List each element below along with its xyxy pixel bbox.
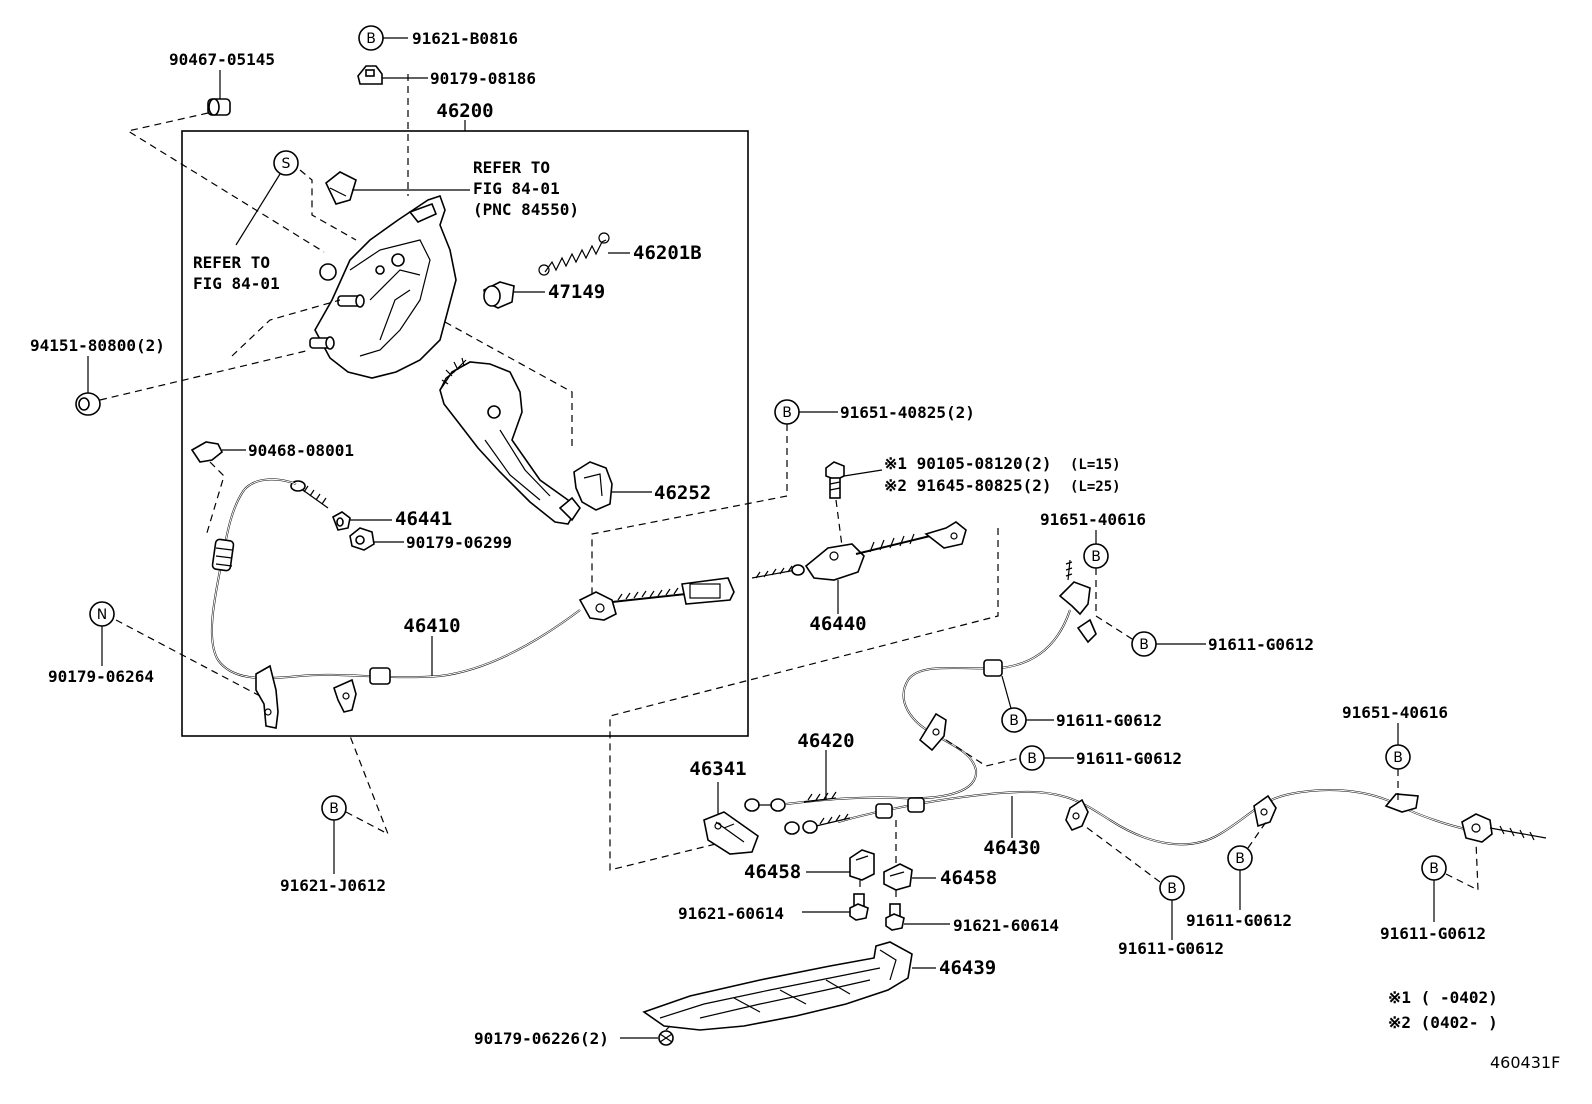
- circle-b-icon: B: [774, 399, 800, 425]
- label-91611-G0612-f[interactable]: 91611-G0612: [1380, 924, 1486, 943]
- spring-icon: [538, 232, 610, 276]
- label-90467-05145[interactable]: 90467-05145: [169, 50, 275, 69]
- note-2: ※2 (0402- ): [1388, 1013, 1498, 1032]
- label-91611-G0612-e[interactable]: 91611-G0612: [1186, 911, 1292, 930]
- svg-text:B: B: [1139, 637, 1149, 653]
- circle-b-icon: B: [321, 795, 347, 821]
- pedal-bushing-icon: [483, 281, 515, 309]
- clip-nut-icon: [658, 1030, 674, 1046]
- circle-n-icon: N: [89, 601, 115, 627]
- label-91611-G0612-b[interactable]: 91611-G0612: [1056, 711, 1162, 730]
- label-refer-top-3[interactable]: (PNC 84550): [473, 200, 579, 219]
- cable-guide-icon: [883, 863, 913, 891]
- svg-text:B: B: [329, 801, 339, 817]
- svg-text:N: N: [97, 607, 107, 623]
- label-46441[interactable]: 46441: [395, 508, 452, 530]
- circle-b-icon: B: [1385, 744, 1411, 770]
- svg-text:B: B: [1091, 549, 1101, 565]
- label-91611-G0612-a[interactable]: 91611-G0612: [1208, 635, 1314, 654]
- figure-id: 460431F: [1490, 1053, 1560, 1072]
- bolt-icon: [849, 893, 869, 921]
- label-refer-top-2[interactable]: FIG 84-01: [473, 179, 560, 198]
- label-90105-08120[interactable]: ※1 90105-08120(2): [884, 454, 1052, 473]
- circle-b-icon: B: [1131, 631, 1157, 657]
- label-91611-G0612-c[interactable]: 91611-G0612: [1076, 749, 1182, 768]
- svg-text:B: B: [366, 31, 376, 47]
- label-94151-80800[interactable]: 94151-80800(2): [30, 336, 165, 355]
- label-46201B[interactable]: 46201B: [633, 242, 702, 264]
- label-91621-J0612[interactable]: 91621-J0612: [280, 876, 386, 895]
- label-91651-40616-b[interactable]: 91651-40616: [1342, 703, 1448, 722]
- pedal-lever-icon: [439, 357, 581, 525]
- label-91651-40825[interactable]: 91651-40825(2): [840, 403, 975, 422]
- cable-guide-icon: [849, 849, 875, 881]
- circle-b-icon: B: [1421, 855, 1447, 881]
- circle-b-icon: B: [1227, 845, 1253, 871]
- svg-text:B: B: [782, 405, 792, 421]
- cable-protector-icon: [642, 941, 913, 1031]
- bolt-icon: [825, 461, 845, 499]
- bushing-icon: [207, 98, 231, 116]
- label-90179-08186[interactable]: 90179-08186: [430, 69, 536, 88]
- svg-text:S: S: [282, 156, 291, 172]
- svg-text:B: B: [1393, 750, 1403, 766]
- label-91611-G0612-d[interactable]: 91611-G0612: [1118, 939, 1224, 958]
- label-refer-left-2[interactable]: FIG 84-01: [193, 274, 280, 293]
- circle-b-icon: B: [1083, 543, 1109, 569]
- label-46420[interactable]: 46420: [797, 730, 854, 752]
- circle-b-icon: B: [1019, 745, 1045, 771]
- label-91645-80825[interactable]: ※2 91645-80825(2): [884, 476, 1052, 495]
- label-46430[interactable]: 46430: [983, 837, 1040, 859]
- circle-b-icon: B: [1001, 707, 1027, 733]
- label-46439[interactable]: 46439: [939, 957, 996, 979]
- label-90179-06226[interactable]: 90179-06226(2): [474, 1029, 609, 1048]
- label-46458-b[interactable]: 46458: [940, 867, 997, 889]
- adjust-nut-icon: [332, 511, 351, 531]
- label-46252[interactable]: 46252: [654, 482, 711, 504]
- clip-nut-icon: [357, 65, 383, 85]
- svg-text:B: B: [1429, 861, 1439, 877]
- cable-bracket-icon: [703, 811, 759, 855]
- circle-b-icon: B: [358, 25, 384, 51]
- svg-text:B: B: [1167, 881, 1177, 897]
- pedal-bracket-icon: [309, 194, 457, 379]
- label-46341[interactable]: 46341: [689, 758, 746, 780]
- label-refer-left-1[interactable]: REFER TO: [193, 253, 270, 272]
- label-90468-08001[interactable]: 90468-08001: [248, 441, 354, 460]
- circle-b-icon: B: [1159, 875, 1185, 901]
- pedal-pad-icon: [573, 461, 613, 511]
- svg-text:B: B: [1027, 751, 1037, 767]
- intermediate-lever-icon: [751, 521, 967, 581]
- label-46458-a[interactable]: 46458: [744, 861, 801, 883]
- assembly-box-46200: [181, 130, 749, 737]
- label-91621-60614-b[interactable]: 91621-60614: [953, 916, 1059, 935]
- label-length-25[interactable]: (L=25): [1070, 479, 1121, 495]
- refer-bracket-icon: [325, 171, 357, 205]
- label-length-15[interactable]: (L=15): [1070, 457, 1121, 473]
- cable-clip-icon: [190, 441, 224, 463]
- label-91621-60614-a[interactable]: 91621-60614: [678, 904, 784, 923]
- label-46410[interactable]: 46410: [403, 615, 460, 637]
- label-46440[interactable]: 46440: [809, 613, 866, 635]
- label-47149[interactable]: 47149: [548, 281, 605, 303]
- svg-text:B: B: [1235, 851, 1245, 867]
- label-46200[interactable]: 46200: [436, 100, 493, 122]
- label-90179-06299[interactable]: 90179-06299: [406, 533, 512, 552]
- label-91621-B0816[interactable]: 91621-B0816: [412, 29, 518, 48]
- lock-nut-icon: [349, 527, 375, 551]
- circle-s-icon: S: [273, 150, 299, 176]
- rear-cable-lh-icon: [784, 789, 1547, 846]
- rear-cable-rh-icon: [744, 559, 1097, 812]
- label-refer-top-1[interactable]: REFER TO: [473, 158, 550, 177]
- label-90179-06264[interactable]: 90179-06264: [48, 667, 154, 686]
- label-91651-40616-a[interactable]: 91651-40616: [1040, 510, 1146, 529]
- bolt-icon: [885, 903, 905, 931]
- note-1: ※1 ( -0402): [1388, 988, 1498, 1007]
- svg-text:B: B: [1009, 713, 1019, 729]
- flange-nut-icon: [75, 392, 101, 416]
- front-cable-icon: [210, 478, 735, 729]
